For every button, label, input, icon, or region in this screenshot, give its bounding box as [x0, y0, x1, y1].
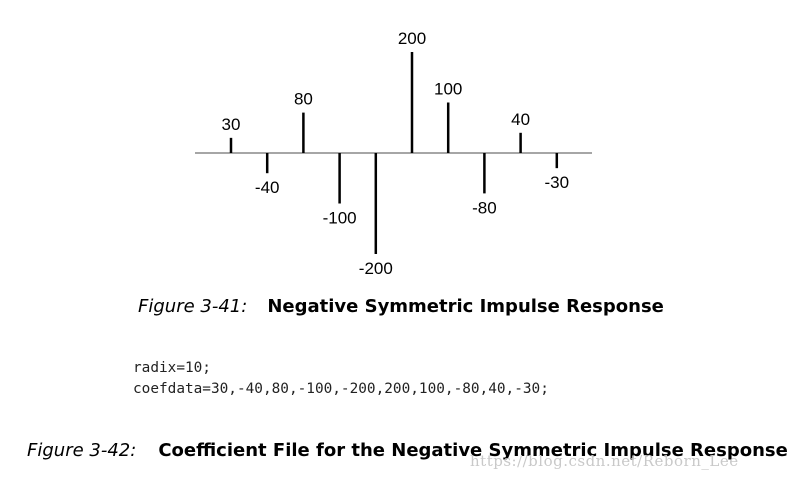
- figure-3-42-caption: Figure 3-42: Coefficient File for the Neg…: [27, 440, 788, 461]
- figure-3-41-title: Negative Symmetric Impulse Response: [267, 296, 664, 317]
- stem-label-7: -80: [472, 198, 497, 217]
- stem-label-0: 30: [222, 115, 241, 134]
- stem-label-4: -200: [359, 259, 393, 278]
- code-line-radix: radix=10;: [133, 360, 211, 376]
- figure-3-41-number: Figure 3-41:: [138, 296, 248, 317]
- stem-label-8: 40: [511, 110, 530, 129]
- watermark-url: https://blog.csdn.net/Reborn_Lee: [470, 452, 739, 470]
- stem-label-6: 100: [434, 80, 462, 99]
- stem-label-3: -100: [323, 209, 357, 228]
- stem-label-1: -40: [255, 178, 280, 197]
- code-line-coefdata: coefdata=30,-40,80,-100,-200,200,100,-80…: [133, 381, 549, 397]
- stem-label-2: 80: [294, 90, 313, 109]
- figure-3-41-caption: Figure 3-41: Negative Symmetric Impulse R…: [138, 296, 664, 317]
- figure-3-42-title: Coefficient File for the Negative Symmet…: [158, 440, 788, 461]
- impulse-response-stem-plot: 30 -40 80 -100 -200 200 100 -80 40 -30: [195, 29, 592, 278]
- coefficient-file-code: radix=10; coefdata=30,-40,80,-100,-200,2…: [133, 358, 549, 400]
- figure-3-42-number: Figure 3-42:: [27, 440, 137, 461]
- stem-label-5: 200: [398, 29, 426, 48]
- stem-label-9: -30: [545, 173, 570, 192]
